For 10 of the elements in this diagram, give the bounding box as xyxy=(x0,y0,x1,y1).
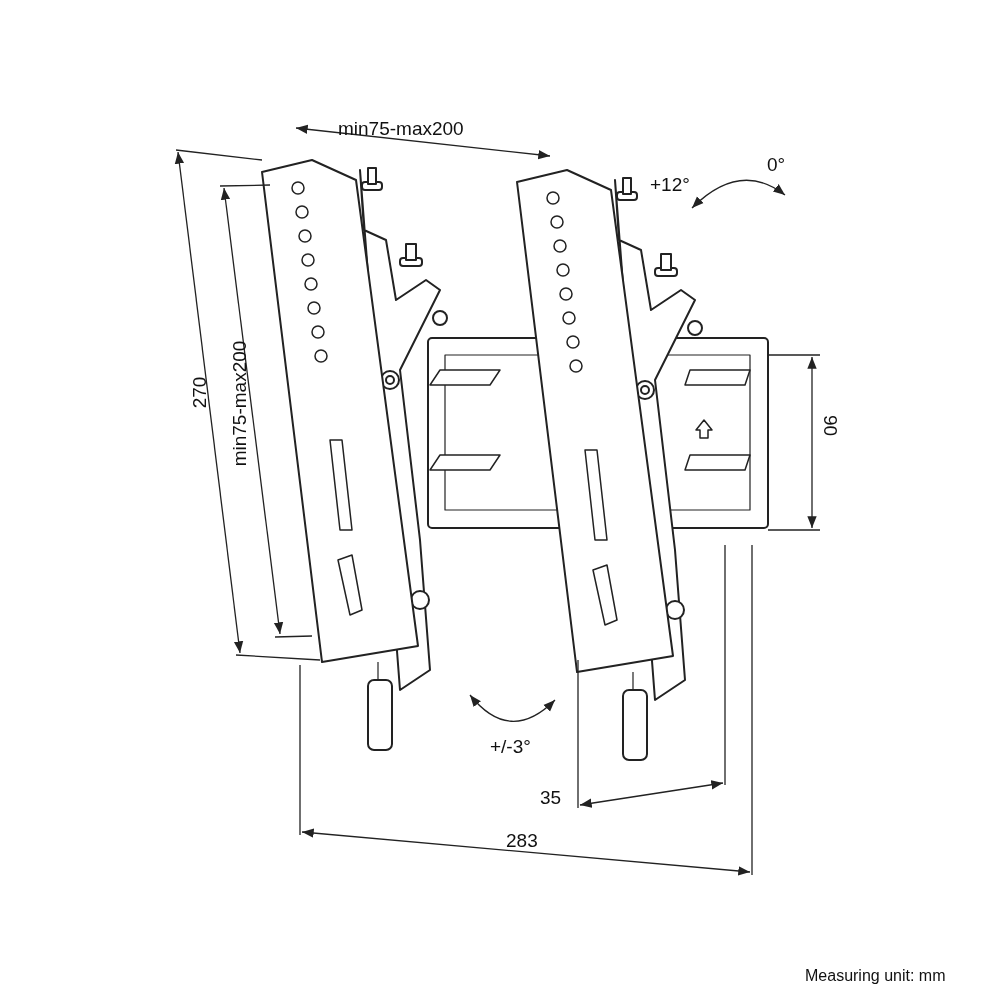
dimension-label: 270 xyxy=(190,376,210,408)
angle-label: +/-3° xyxy=(490,737,531,756)
angle-label: +12° xyxy=(650,175,690,194)
dimension-label: 283 xyxy=(506,831,538,850)
dimension-label: min75-max200 xyxy=(338,119,464,138)
dimension-label: min75-max200 xyxy=(230,340,250,466)
unit-note: Measuring unit: mm xyxy=(805,968,946,984)
dimension-label: 35 xyxy=(540,788,562,807)
dimension-label: 90 xyxy=(820,414,840,436)
angle-label: 0° xyxy=(767,155,786,174)
